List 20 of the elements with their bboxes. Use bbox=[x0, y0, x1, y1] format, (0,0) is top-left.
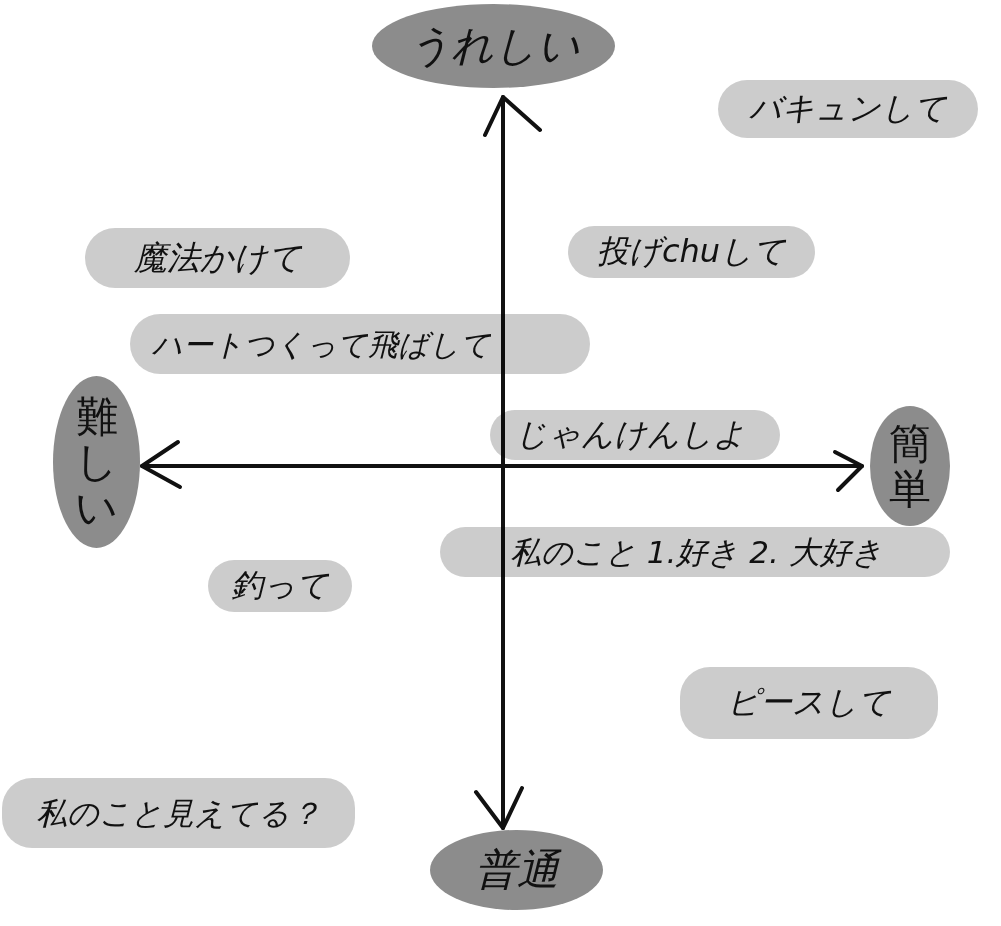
axis-label: 簡単 bbox=[888, 420, 932, 512]
item-label: じゃんけんしよ bbox=[515, 417, 746, 453]
item-label: 投げchuして bbox=[596, 234, 787, 270]
item-bubble bbox=[85, 228, 350, 288]
item-label: 私のこと見えてる？ bbox=[36, 795, 321, 831]
item-label: ハートつくって飛ばして bbox=[152, 327, 491, 361]
item-bubble bbox=[490, 410, 780, 460]
item-bubble bbox=[680, 667, 938, 739]
axis-label: うれしい bbox=[407, 22, 580, 70]
item-label: バキュンして bbox=[749, 91, 947, 127]
item-bubble bbox=[208, 560, 352, 612]
item-label: ピースして bbox=[727, 685, 891, 721]
item-label: 釣って bbox=[231, 568, 329, 604]
item-label: 魔法かけて bbox=[133, 239, 302, 277]
item-bubble bbox=[440, 527, 950, 577]
item-bubble bbox=[568, 226, 815, 278]
item-bubble bbox=[130, 314, 590, 374]
item-bubble bbox=[2, 778, 355, 848]
axis-label: 難しい bbox=[74, 393, 119, 531]
item-label: 私のこと 1.好き 2. 大好き bbox=[510, 534, 883, 570]
